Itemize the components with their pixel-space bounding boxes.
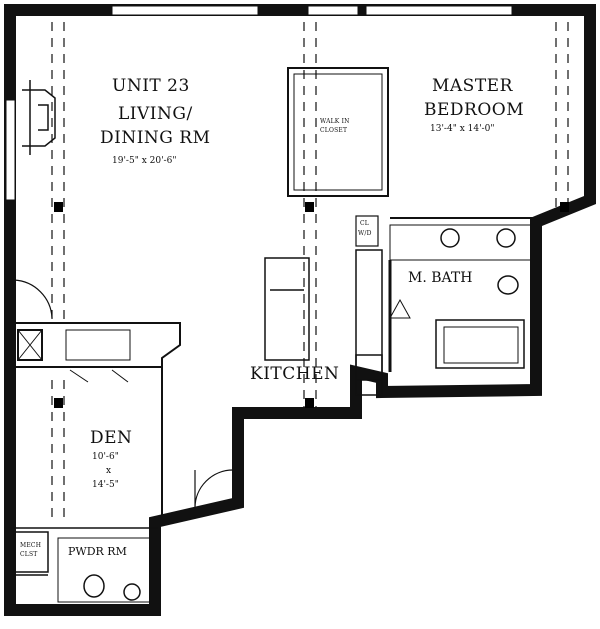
mech-label-1: MECH: [20, 542, 42, 549]
window-2: [307, 5, 359, 16]
window-1: [111, 5, 259, 16]
den-dim-2: x: [106, 466, 112, 476]
living-dims: 19'-5" x 20'-6": [112, 156, 177, 166]
closet-name-1: WALK IN: [320, 118, 350, 125]
den-dim-1: 10'-6": [92, 452, 119, 462]
master-name-1: MASTER: [432, 76, 513, 96]
pwdr-label: PWDR RM: [68, 545, 127, 558]
mbath-label: M. BATH: [408, 270, 473, 286]
kitchen-label: KITCHEN: [250, 364, 340, 384]
window-3: [365, 5, 513, 16]
unit-title: UNIT 23: [112, 76, 190, 96]
living-name-1: LIVING/: [118, 104, 193, 124]
master-dims: 13'-4" x 14'-0": [430, 124, 495, 134]
cl-label-2: W/D: [358, 230, 372, 237]
cl-label-1: CL: [360, 220, 369, 227]
mech-label-2: CLST: [20, 551, 38, 558]
master-name-2: BEDROOM: [424, 100, 525, 120]
closet-wall: [287, 67, 389, 197]
window-left: [5, 99, 16, 201]
den-dim-3: 14'-5": [92, 480, 119, 490]
den-label: DEN: [90, 428, 133, 448]
closet-name-2: CLOSET: [320, 127, 348, 134]
kitchen-island: [264, 257, 310, 361]
living-name-2: DINING RM: [100, 128, 211, 148]
